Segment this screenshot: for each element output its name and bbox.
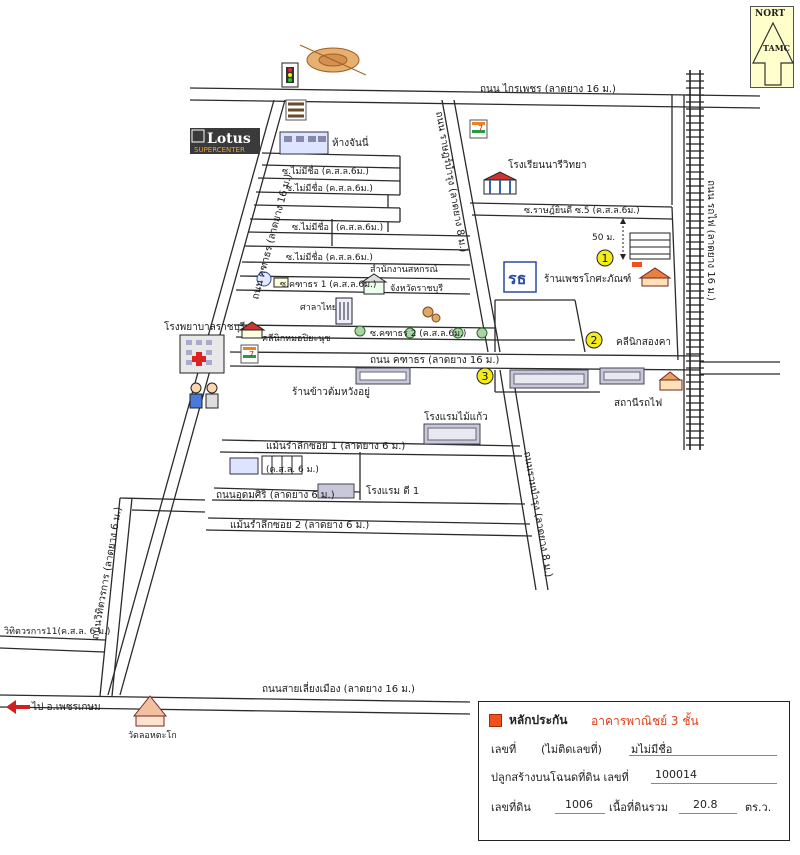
place-label-hotel-1: โรงแรมไม้แก้ว [424,410,488,423]
place-label-coop-2: จังหวัดราชบุรี [390,283,443,294]
hotel2-photo [317,483,355,499]
legend-title: หลักประกัน [509,713,568,727]
house-icon [256,271,289,288]
school-icon [483,171,517,195]
distance-marker [620,218,626,260]
legend-no-value: (ไม่ติดเลขที่) [541,743,602,756]
road-label-ramphu: ซ.ราษฎ์ยินดี ซ.5 (ค.ส.ล.6ม.) [524,204,640,216]
coop-office-icon [360,273,388,295]
road-label-soi-c2: (ค.ส.ล.6ม.) [336,223,383,233]
seven-eleven-icon-2: 7 [240,344,259,364]
distance-label: 50 ม. [592,233,615,243]
legend-unnamed: มไม่มีชื่อ [631,743,673,756]
road-label-kraiphet: ถนน ไกรเพชร (ลาดยาง 16 ม.) [480,83,616,95]
place-label-to-petch: ไป อ.เพชรเกษม [31,701,101,713]
shop-icon [638,267,672,287]
place-label-temple: วัดลอหตะโก [128,730,177,741]
road-label-mae-nam-2: แม้นรำลึกซอย 2 (ลาดยาง 6 ม.) [230,519,369,531]
doctors-icon [189,382,219,409]
road-label-soi-c: ซ.ไม่มีชื่อ [292,220,329,233]
seven-eleven-icon: 7 [469,119,488,139]
place-label-station: สถานีรถไฟ [614,397,662,409]
place-label-coop: สำนักงานสหกรณ์ [370,263,438,275]
legend-no-label: เลขที่ [491,743,517,756]
svg-text:3: 3 [482,370,489,383]
lotus-logo: Lotus SUPERCENTER [190,128,260,154]
legend-deed-label: ปลูกสร้างบนโฉนดที่ดิน เลขที่ [491,771,629,784]
legend-square-icon [489,714,502,727]
road-label-soi-a: ซ.ไม่มีชื่อ (ค.ส.ล.6ม.) [282,164,369,177]
shophouse-row-photo [509,367,645,389]
svg-text:1: 1 [602,252,609,265]
place-label-restaurant: ร้านข้าวต้มหวังอยู่ [292,386,370,398]
company-logo-icon [285,99,307,121]
marker-3: 3 [476,367,494,385]
clinic-house-icon [238,321,266,339]
legend-area-unit: ตร.ว. [745,801,772,814]
hospital-icon [179,334,225,374]
monument-icon [299,44,367,76]
marker-2: 2 [585,331,603,349]
road-label-ratchaburana: ถนน ราษฎร์บำรุง (ลาดยาง 8 ม.) [433,110,470,253]
restaurant-photo [355,367,411,385]
hotel-photo [423,423,481,445]
place-label-school: โรงเรียนนารีวิทยา [508,158,587,171]
legend-type: อาคารพาณิชย์ 3 ชั้น [591,714,699,728]
legend-land-label: เลขที่ดิน [491,801,531,814]
road-label-wisut-soi: วิทิตวรการ11(ค.ส.ล. 6 ม.) [4,626,110,637]
place-label-bank: ศาลาไทย [300,302,337,313]
legend-deed-value: 100014 [655,768,697,781]
svg-text:2: 2 [591,334,598,347]
trees-icon [354,306,488,339]
place-label-hospital: โรงพยาบาลราชบุรี [164,320,246,333]
road-label-kathara2: ซ.คฑาธร 2 (ค.ส.ล.6ม.) [370,329,466,339]
traffic-light-icon [281,62,299,88]
place-label-shop: ร้านเพชรโกศะภัณฑ์ [544,272,631,285]
lotus-label: Lotus [207,131,251,147]
road-label-kathara-middle: ถนน คฑาธร (ลาดยาง 16 ม.) [370,355,500,366]
legend-land-value: 1006 [565,798,593,811]
lotus-sub-label: SUPERCENTER [194,146,245,154]
railway-track [689,70,701,450]
compass-badge: NORT TAMC [750,6,794,88]
road-label-soi-b: ซ.ไม่มีชื่อ (ค.ส.ล.6ม.) [286,181,373,194]
department-store-icon [279,131,329,155]
legend-box: หลักประกัน อาคารพาณิชย์ 3 ชั้น เลขที่ (ไ… [478,701,790,841]
road-label-ruambumrung: ถนนรวมบำรุง (ลาดยาง 8 ม.) [521,451,554,579]
station-icon [658,371,683,391]
arrow-left-icon [6,700,30,714]
bank-building-icon [335,297,353,325]
svg-text:รธ: รธ [508,269,526,288]
road-label-kasl6: (ค.ส.ล. 6 ม.) [266,465,319,475]
target-building-icon [629,232,671,267]
road-label-kathara1: ซ.คฑาธร 1 (ค.ส.ล.6ม.) [280,280,376,290]
road-label-udomsiri: ถนนอุดมศิริ (ลาดยาง 6 ม.) [216,490,335,501]
place-label-clinic-1: คลีนิกหมอปิยะนุช [262,333,331,344]
road-label-mae-nam-1: แม้นรำลึกซอย 1 (ลาดยาง 6 ม.) [266,440,405,452]
svg-text:7: 7 [249,350,254,359]
compass-label: NORT [755,9,786,19]
temple-icon [132,695,168,727]
place-label-hotel-2: โรงแรม ดี 1 [366,484,419,497]
road-label-soi-d: ซ.ไม่มีชื่อ (ค.ส.ล.6ม.) [286,250,373,263]
legend-area-value: 20.8 [693,798,718,811]
svg-text:7: 7 [478,124,483,133]
north-arrow-icon [752,21,794,86]
place-label-dept-store: ห้างจันนี่ [332,135,369,149]
marker-1: 1 [596,249,614,267]
compass-badge-text: TAMC [763,43,790,53]
place-label-clinic-2: คลีนิกสองคา [616,336,671,348]
legend-area-label: เนื้อที่ดินรวม [609,801,669,814]
road-label-rajpam: ถนน รถไฟ (ลาดยาง 16 ม.) [705,180,717,301]
townhouse-icon [229,455,303,475]
road-label-saensamo: ถนนสายเลี่ยงเมือง (ลาดยาง 16 ม.) [262,681,415,695]
government-logo-icon: รธ [503,261,537,293]
